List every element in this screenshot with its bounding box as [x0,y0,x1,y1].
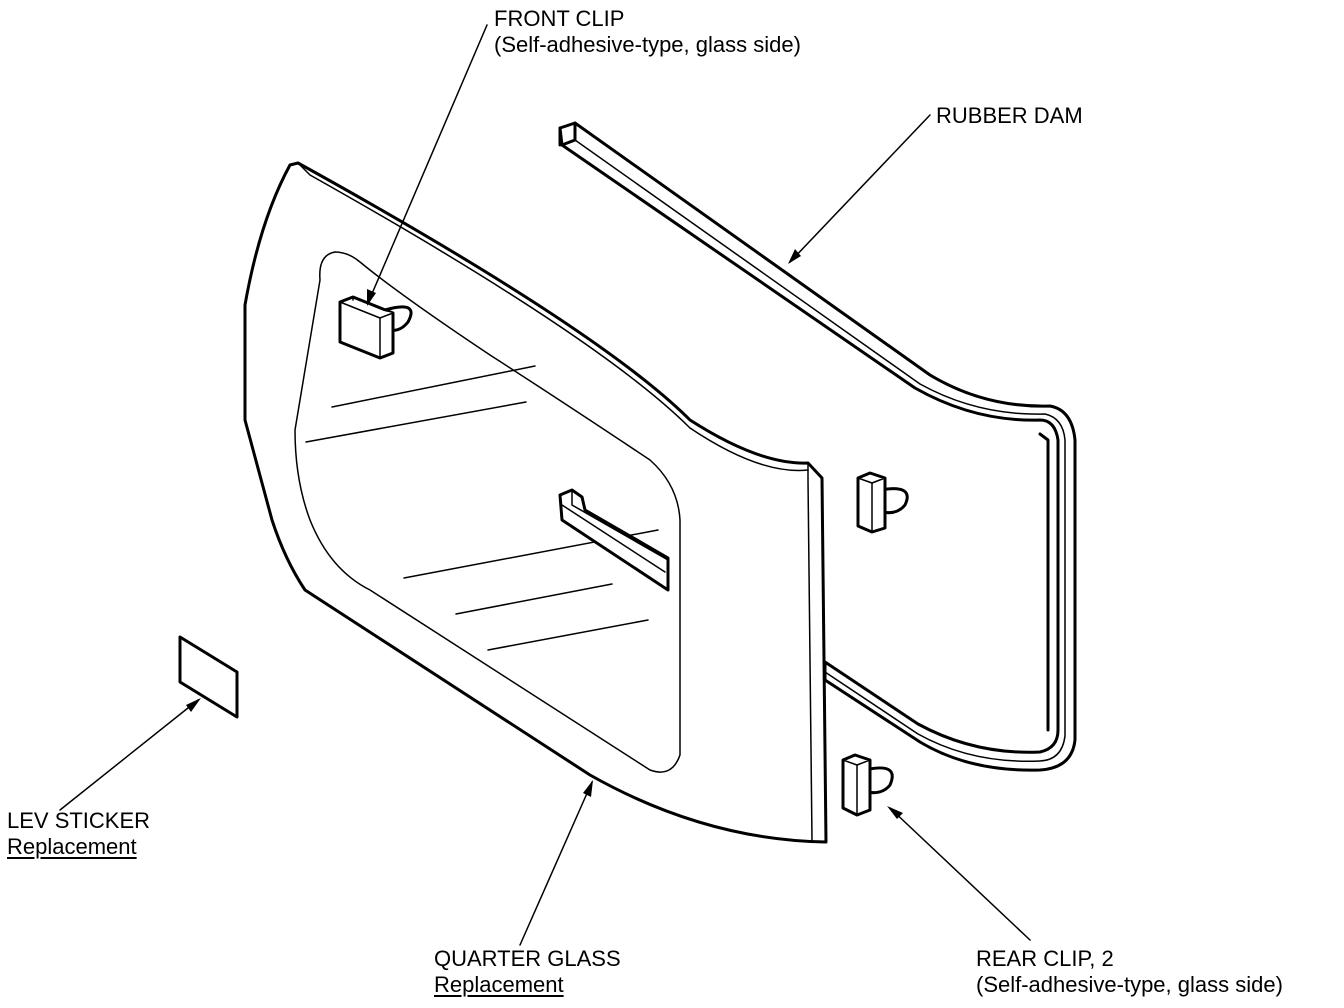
quarter-glass-label: QUARTER GLASS Replacement [434,946,621,998]
lev-sticker-note: Replacement [7,834,137,859]
front-clip-title: FRONT CLIP [494,6,625,31]
lev-sticker-shape [178,635,239,719]
rear-clip-upper-tab [878,487,909,515]
rear-clip-lower [841,753,894,817]
rubber-dam-label: RUBBER DAM [936,103,1083,129]
lev-sticker [178,635,239,719]
quarter-glass-title: QUARTER GLASS [434,946,621,971]
quarter-glass-note: Replacement [434,972,564,997]
rear-clip-note: (Self-adhesive-type, glass side) [976,972,1283,997]
rubber-dam-end-cap [558,121,577,147]
rubber-dam-title: RUBBER DAM [936,103,1083,128]
arrow-rear-clip [887,806,903,819]
lev-sticker-label: LEV STICKER Replacement [7,808,150,860]
rear-clip-upper [856,471,909,534]
rubber-dam-inner-edge [1038,432,1050,732]
glass-inner-outline [294,251,681,773]
glass-channel [558,488,670,592]
rear-clip-label: REAR CLIP, 2 (Self-adhesive-type, glass … [976,946,1283,998]
quarter-glass-top-edge [297,162,809,472]
arrow-lev-sticker [186,698,201,712]
leader-arrowheads [186,249,903,819]
leader-rubber-dam [789,114,931,263]
front-clip-face [339,296,394,359]
leader-front-clip [367,24,488,304]
arrow-quarter-glass [583,780,593,797]
leader-quarter-glass [519,781,593,946]
arrow-rubber-dam [788,249,801,264]
rear-clip-title: REAR CLIP, 2 [976,946,1114,971]
front-clip-label: FRONT CLIP (Self-adhesive-type, glass si… [494,6,801,58]
front-clip [338,295,413,360]
leader-lines [59,24,1031,946]
rear-clip-lower-face [842,759,871,816]
front-clip-note: (Self-adhesive-type, glass side) [494,32,801,57]
leader-lev-sticker [59,699,199,811]
rubber-dam-inner-line [574,122,1066,763]
lev-sticker-title: LEV STICKER [7,808,151,833]
quarter-glass-rear-edge [807,462,813,841]
rear-clip-upper-face [857,477,886,533]
rear-clip-lower-tab [863,766,894,795]
arrow-front-clip [367,289,376,306]
leader-rear-clip [889,807,1031,941]
